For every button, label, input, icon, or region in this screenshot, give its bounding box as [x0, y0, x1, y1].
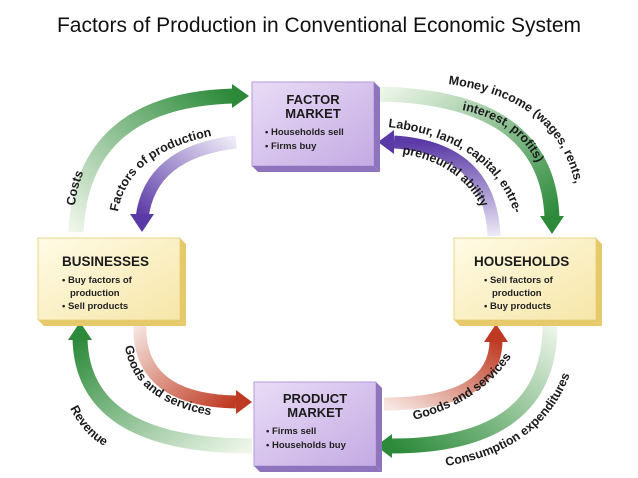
arrow-goods-and-services-left: [133, 321, 252, 414]
product-market-item: • Firms sell: [266, 426, 316, 437]
arrow-money-income: [375, 86, 564, 234]
businesses-title: BUSINESSES: [62, 254, 149, 269]
arrow-revenue: [68, 322, 253, 454]
page-title: Factors of Production in Conventional Ec…: [56, 14, 582, 37]
households-box: HOUSEHOLDS • Sell factors of production …: [453, 237, 602, 326]
factor-market-item: • Households sell: [265, 127, 344, 138]
households-item: • Buy products: [484, 301, 551, 312]
businesses-box: BUSINESSES • Buy factors of production •…: [37, 237, 186, 326]
product-market-item: • Households buy: [266, 440, 347, 451]
households-item: production: [492, 288, 542, 299]
arrow-consumption-expenditures: [376, 321, 558, 458]
product-market-title-1: PRODUCT: [283, 391, 347, 406]
businesses-item: • Sell products: [62, 301, 128, 312]
arrow-costs: [68, 84, 249, 233]
households-item: • Sell factors of: [484, 275, 554, 286]
arrow-goods-and-services-right: [383, 324, 508, 411]
factor-market-title-2: MARKET: [285, 106, 341, 121]
factor-market-title-1: FACTOR: [286, 92, 340, 107]
businesses-item: • Buy factors of: [62, 275, 133, 286]
factor-market-item: • Firms buy: [265, 141, 317, 152]
households-title: HOUSEHOLDS: [474, 254, 569, 269]
arrow-factors-of-production: [130, 135, 237, 232]
product-market-title-2: MARKET: [287, 405, 343, 420]
businesses-item: production: [70, 288, 120, 299]
factor-market-box: FACTOR MARKET • Households sell • Firms …: [251, 81, 380, 172]
arrow-labour-land-capital: [378, 130, 501, 237]
product-market-box: PRODUCT MARKET • Firms sell • Households…: [253, 381, 382, 472]
